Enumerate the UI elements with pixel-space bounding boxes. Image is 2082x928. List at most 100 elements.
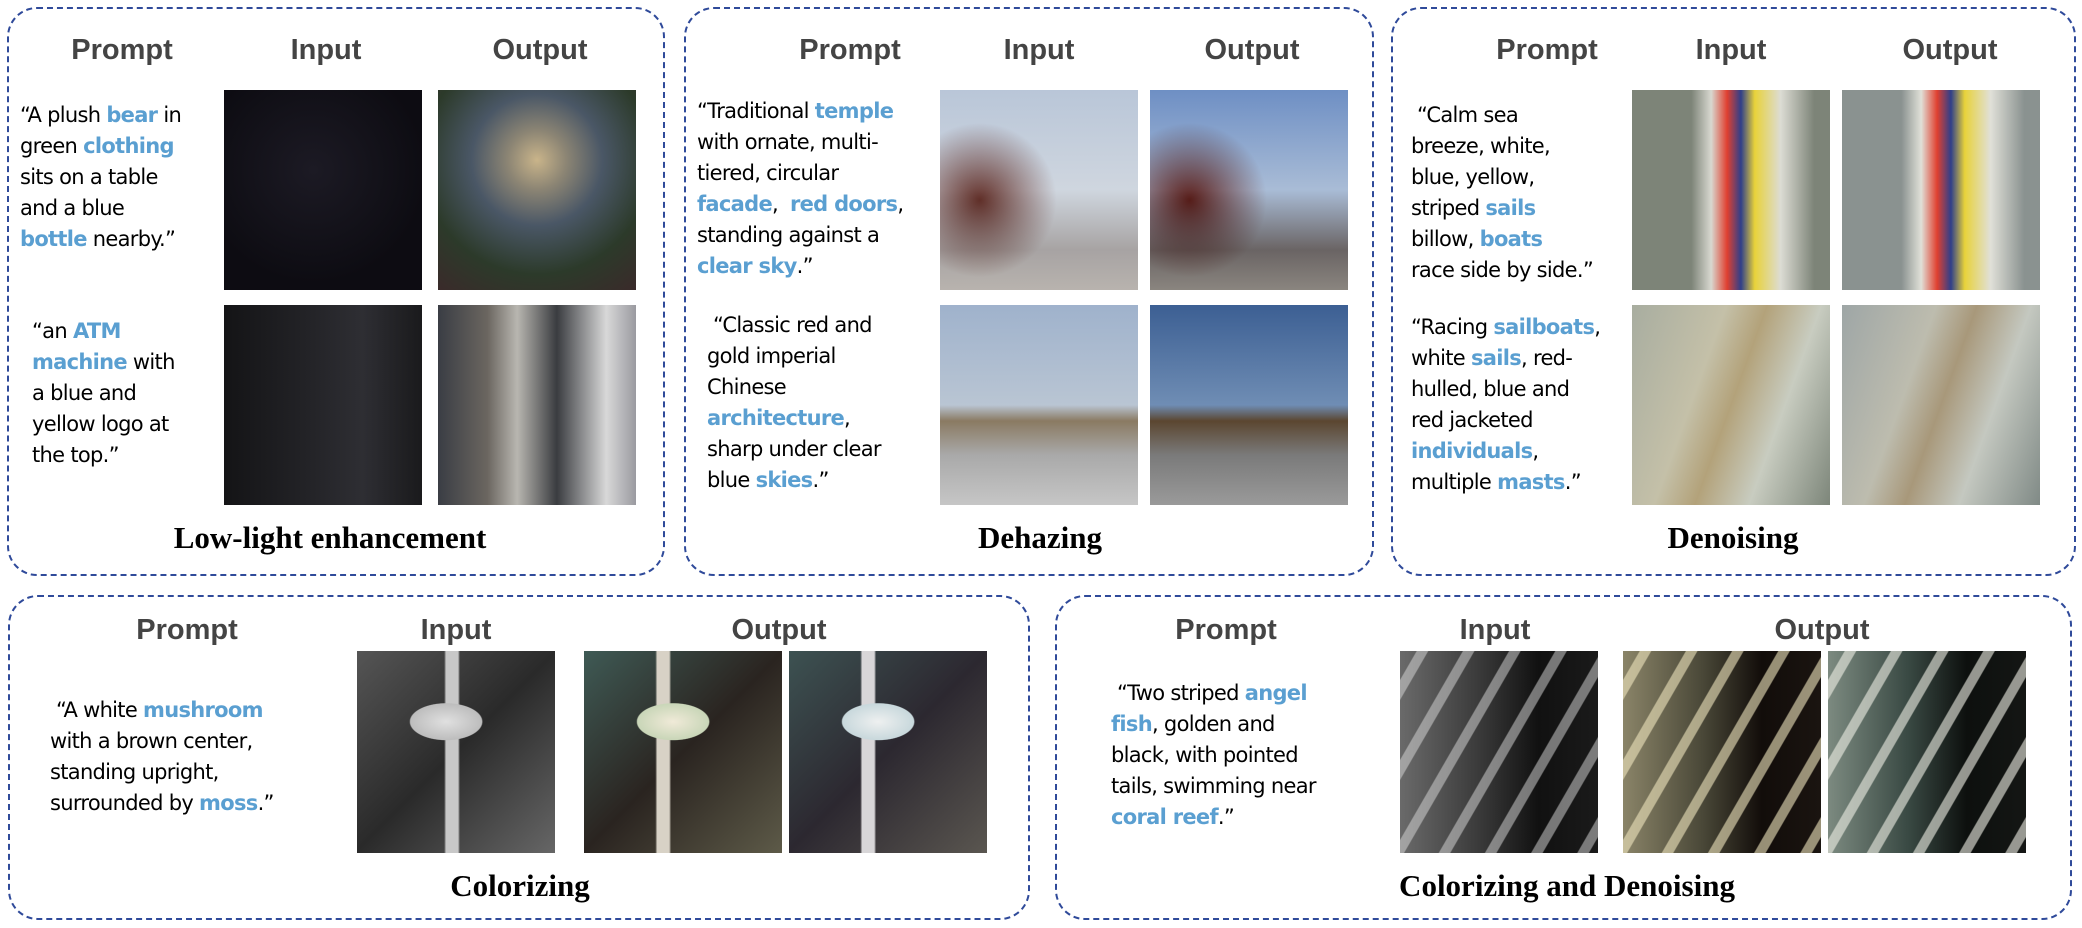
- prompt-line: “A plush bear in: [20, 100, 182, 131]
- prompt-segment: “Two striped: [1111, 681, 1245, 705]
- panel-title: Colorizing: [450, 868, 590, 903]
- prompt-segment: with ornate, multi-: [697, 130, 879, 154]
- output-image-mushroom-2: [789, 651, 987, 853]
- prompt-line: “Two striped angel: [1111, 678, 1316, 709]
- prompt-segment: sharp under clear: [707, 437, 882, 461]
- panel-dehazing: [684, 7, 1374, 576]
- prompt-segment: standing against a: [697, 223, 880, 247]
- output-image-angelfish-1: [1623, 651, 1821, 853]
- prompt-segment: gold imperial: [707, 344, 836, 368]
- prompt-line: standing upright,: [50, 757, 274, 788]
- input-image-mushroom: [357, 651, 555, 853]
- input-image-racing-sailboats: [1632, 305, 1830, 505]
- prompt-segment: “Calm sea: [1411, 103, 1519, 127]
- prompt-segment: “Traditional: [697, 99, 815, 123]
- prompt-line: “A white mushroom: [50, 695, 274, 726]
- prompt-text: “Racing sailboats,white sails, red-hulle…: [1411, 312, 1601, 498]
- prompt-line: black, with pointed: [1111, 740, 1316, 771]
- highlighted-keyword: clear sky: [697, 254, 797, 278]
- highlighted-keyword: sails: [1470, 346, 1522, 370]
- panel-title: Low-light enhancement: [173, 520, 487, 555]
- prompt-segment: billow,: [1411, 227, 1480, 251]
- highlighted-keyword: temple: [814, 99, 894, 123]
- prompt-segment: “Racing: [1411, 315, 1494, 339]
- panel-low-light-enhancement: [7, 7, 665, 576]
- panel-title: Denoising: [1667, 520, 1799, 555]
- panel-colorizing-and-denoising: [1055, 595, 2072, 920]
- column-header-prompt: Prompt: [71, 34, 173, 66]
- panel-title: Dehazing: [978, 520, 1102, 555]
- prompt-segment: surrounded by: [50, 791, 200, 815]
- prompt-segment: sits on a table: [20, 165, 158, 189]
- prompt-line: billow, boats: [1411, 224, 1593, 255]
- panel-denoising: [1391, 7, 2076, 576]
- prompt-line: tails, swimming near: [1111, 771, 1317, 802]
- prompt-line: hulled, blue and: [1411, 374, 1600, 405]
- prompt-segment: tails, swimming near: [1111, 774, 1317, 798]
- input-image-temple: [940, 90, 1138, 290]
- prompt-line: “Traditional temple: [697, 96, 903, 127]
- prompt-line: clear sky.”: [697, 251, 903, 282]
- prompt-segment: .”: [1217, 805, 1235, 829]
- prompt-line: a blue and: [32, 378, 175, 409]
- prompt-segment: blue, yellow,: [1411, 165, 1535, 189]
- prompt-line: machine with: [32, 347, 175, 378]
- highlighted-keyword: angel: [1244, 681, 1308, 705]
- prompt-line: and a blue: [20, 193, 181, 224]
- prompt-segment: ,: [1594, 315, 1601, 339]
- highlighted-keyword: facade: [697, 192, 773, 216]
- prompt-line: white sails, red-: [1411, 343, 1600, 374]
- prompt-line: blue, yellow,: [1411, 162, 1593, 193]
- prompt-line: sharp under clear: [707, 434, 882, 465]
- prompt-segment: “Classic red and: [707, 313, 873, 337]
- prompt-segment: “A plush: [20, 103, 107, 127]
- prompt-segment: green: [20, 134, 84, 158]
- prompt-line: red jacketed: [1411, 405, 1600, 436]
- prompt-line: gold imperial: [707, 341, 881, 372]
- prompt-segment: red jacketed: [1411, 408, 1533, 432]
- column-header-output: Output: [1774, 614, 1870, 646]
- column-header-prompt: Prompt: [799, 34, 901, 66]
- column-header-output: Output: [1902, 34, 1998, 66]
- input-image-sailboats: [1632, 90, 1830, 290]
- column-header-output: Output: [731, 614, 827, 646]
- output-image-palace: [1150, 305, 1348, 505]
- prompt-line: Chinese: [707, 372, 881, 403]
- prompt-segment: tiered, circular: [697, 161, 839, 185]
- prompt-line: architecture,: [707, 403, 881, 434]
- highlighted-keyword: bottle: [20, 227, 87, 251]
- column-header-input: Input: [1459, 614, 1531, 646]
- output-image-bear: [438, 90, 636, 290]
- prompt-line: bottle nearby.”: [20, 224, 181, 255]
- prompt-line: sits on a table: [20, 162, 181, 193]
- prompt-segment: .”: [257, 791, 275, 815]
- column-header-input: Input: [290, 34, 362, 66]
- prompt-line: tiered, circular: [697, 158, 903, 189]
- prompt-line: with ornate, multi-: [697, 127, 903, 158]
- column-header-input: Input: [420, 614, 492, 646]
- column-header-prompt: Prompt: [136, 614, 238, 646]
- prompt-line: “Classic red and: [707, 310, 881, 341]
- prompt-segment: with: [126, 350, 175, 374]
- prompt-text: “Traditional temple with ornate, multi-ti…: [697, 96, 904, 282]
- input-image-angelfish: [1400, 651, 1598, 853]
- prompt-segment: with a brown center,: [50, 729, 253, 753]
- prompt-segment: ,: [844, 406, 851, 430]
- column-header-prompt: Prompt: [1496, 34, 1598, 66]
- highlighted-keyword: sails: [1485, 196, 1536, 220]
- prompt-segment: “an: [32, 319, 73, 343]
- panel-colorizing: [8, 595, 1030, 920]
- prompt-line: breeze, white,: [1411, 131, 1593, 162]
- highlighted-keyword: skies: [755, 468, 814, 492]
- prompt-segment: a blue and: [32, 381, 137, 405]
- prompt-segment: race side by side.”: [1411, 258, 1594, 282]
- prompt-segment: .”: [1564, 470, 1582, 494]
- highlighted-keyword: boats: [1479, 227, 1543, 251]
- prompt-segment: breeze, white,: [1411, 134, 1551, 158]
- input-image-bear: [224, 90, 422, 290]
- input-image-atm: [224, 305, 422, 505]
- prompt-line: “Calm sea: [1411, 100, 1593, 131]
- prompt-line: multiple masts.”: [1411, 467, 1600, 498]
